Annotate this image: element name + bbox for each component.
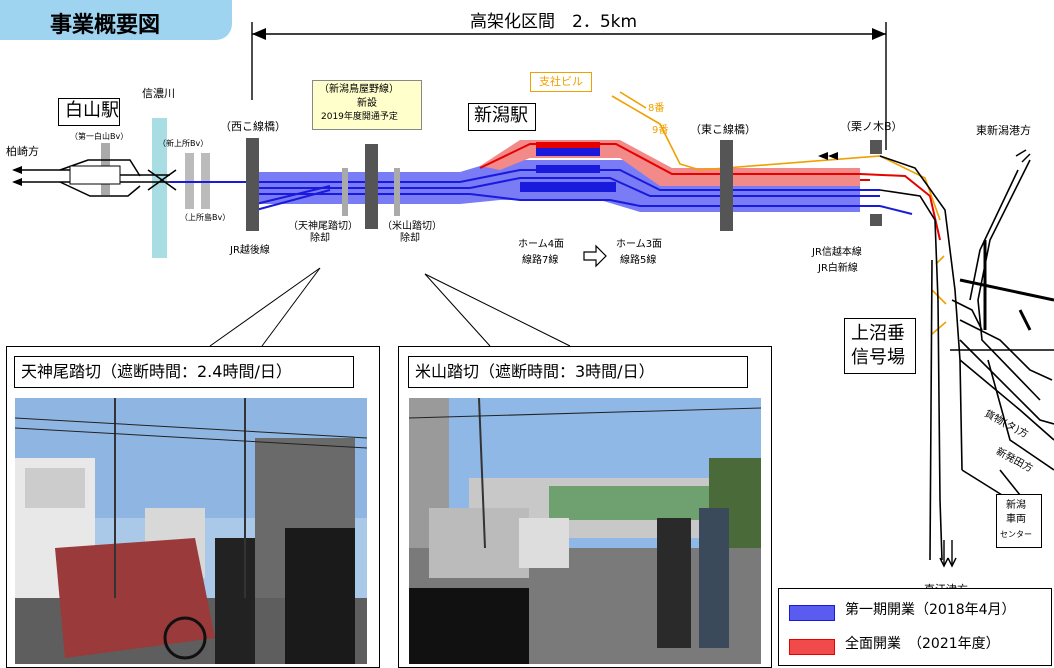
kashiwazaki-label: 柏崎方 [6, 145, 39, 158]
change-arrow [583, 244, 607, 268]
track9-label: 9番 [652, 125, 669, 136]
dai1-hakusan-label: （第一白山Bv） [70, 132, 129, 141]
photo-title-box: 天神尾踏切（遮断時間：2.4時間/日） [14, 356, 354, 388]
legend-label-phase1: 第一期開業（2018年4月） [845, 602, 1016, 618]
hakusan-station: 白山駅 [65, 100, 119, 121]
tenjinbi-marker [342, 168, 348, 216]
shinanogawa-label: 信濃川 [142, 87, 175, 100]
photo-title-box: 米山踏切（遮断時間：3時間/日） [408, 356, 748, 388]
shisha-bldg-box: 支社ビル [530, 72, 592, 92]
east-tracks [879, 155, 1054, 561]
kamunuma-line2: 信号場 [851, 347, 905, 368]
depot-line1: 新潟 [1006, 500, 1026, 511]
higashiko-bridge [720, 140, 733, 231]
title-badge: 事業概要図 [0, 0, 232, 40]
platform-before-2: 線路7線 [522, 255, 559, 266]
shisha-bldg-label: 支社ビル [539, 75, 583, 88]
page-title: 事業概要図 [50, 13, 161, 38]
kurinoki-label: （栗ノ木B） [840, 120, 903, 133]
new-line-status: 新設 [357, 98, 377, 109]
komeyama-crossing-photo [409, 398, 761, 664]
kurinoki-marker [870, 140, 882, 154]
photo-title-tenjinbi: 天神尾踏切（遮断時間：2.4時間/日） [21, 362, 292, 381]
photo-title-komeyama: 米山踏切（遮断時間：3時間/日） [415, 362, 655, 381]
platform-before-1: ホーム4面 [518, 239, 565, 250]
shin-kamisho-label: （新上所Bv） [158, 139, 209, 148]
niigata-station: 新潟駅 [474, 105, 528, 126]
new-line-box: （新潟鳥屋野線） 新設 2019年度開通予定 [312, 80, 422, 130]
kamunuma-box: 上沼垂 信号場 [844, 318, 916, 374]
depot-line3: センター [1000, 530, 1032, 539]
higashi-niigata-port-label: 東新潟港方 [976, 124, 1031, 137]
niigata-station-box: 新潟駅 [468, 103, 536, 131]
jr-hakushin-label: JR白新線 [818, 263, 858, 274]
platform [520, 182, 616, 192]
new-line-name: （新潟鳥屋野線） [319, 84, 399, 95]
platform-after-1: ホーム3面 [616, 239, 663, 250]
komeyama-crossing-label: （米山踏切） [382, 221, 442, 232]
komeyama-marker [394, 168, 400, 216]
depot-box: 新潟 車両 センター [996, 494, 1042, 548]
elevated-dimension-line [251, 22, 887, 150]
platform [536, 148, 600, 156]
crossing-bar [365, 144, 378, 229]
komeyama-removal-label: 除却 [400, 233, 420, 244]
legend-label-phase2: 全面開業 （2021年度） [845, 636, 1000, 652]
hakusan-platform [69, 165, 121, 185]
shinano-river [152, 118, 167, 258]
jr-echigo-label: JR越後線 [230, 245, 270, 256]
new-line-schedule: 2019年度開通予定 [321, 112, 398, 122]
callout-lines [209, 267, 571, 347]
nishiko-label: （西こ線橋） [220, 120, 286, 133]
legend-swatch-phase1 [789, 605, 835, 621]
legend-swatch-phase2 [789, 639, 835, 655]
tenjinbi-crossing-photo [15, 398, 367, 664]
kamunuma-line1: 上沼垂 [851, 323, 905, 344]
elevated-section-label: 高架化区間 2．5km [470, 12, 638, 32]
kamisho-jima-label: （上所島Bv） [180, 213, 231, 222]
higashiko-label: （東こ線橋） [690, 123, 756, 136]
legend: 第一期開業（2018年4月） 全面開業 （2021年度） [778, 588, 1052, 666]
kurinoki-marker [870, 214, 882, 226]
red-tracks [479, 143, 941, 241]
tenjinbi-removal-label: 除却 [310, 233, 330, 244]
depot-line2: 車両 [1006, 514, 1026, 525]
track8-label: 8番 [648, 103, 665, 114]
east-thick [959, 240, 1054, 331]
jr-shinetsu-label: JR信越本線 [812, 247, 862, 258]
hakusan-station-box: 白山駅 [58, 98, 120, 126]
tenjinbi-crossing-label: （天神尾踏切） [288, 221, 358, 232]
nishiko-bridge [246, 138, 259, 231]
arrows [939, 149, 1031, 568]
platform-after-2: 線路5線 [620, 255, 657, 266]
